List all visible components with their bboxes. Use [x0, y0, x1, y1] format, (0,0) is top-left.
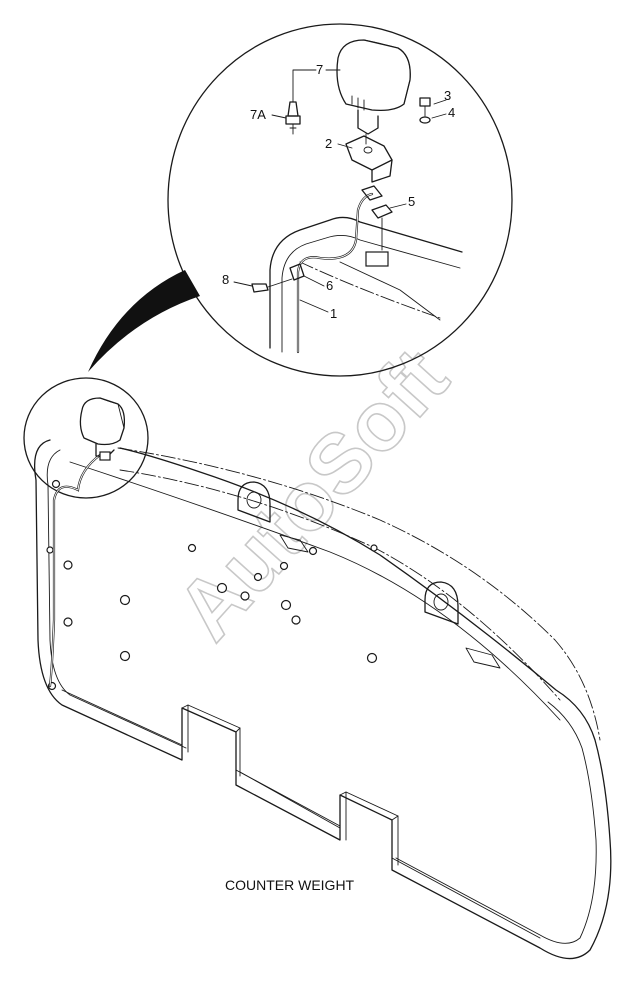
callout-8: 8: [222, 272, 229, 287]
bolt: [279, 561, 289, 571]
lifting-eyes: [237, 481, 459, 625]
callout-3: 3: [444, 88, 451, 103]
bulb-7a-terminal: [289, 123, 297, 135]
notch-right-depth: [345, 791, 399, 866]
body-lamp-housing: [79, 397, 126, 446]
face-bolts: [46, 479, 378, 691]
lifting-eye-right: [424, 581, 459, 625]
bolt: [240, 591, 250, 601]
leader-2: [337, 143, 353, 149]
callout-6: 6: [326, 278, 333, 293]
watermark: AutoSoft: [159, 331, 466, 657]
body-lamp-connector: [99, 451, 111, 461]
lifting-eye-left-hole: [246, 491, 262, 509]
base-rail-right: [391, 857, 541, 939]
lamp-7-fins: [351, 95, 365, 111]
mount-plate-left: [279, 534, 309, 553]
screw-8-head: [251, 283, 269, 293]
bolt: [370, 544, 378, 552]
notch-right-top: [339, 791, 399, 821]
lamp-7-lens-rim: [363, 39, 411, 105]
leader-1: [299, 299, 329, 313]
bolt: [51, 479, 61, 489]
leader-lines: [233, 69, 447, 313]
bulb-part-7a: [285, 101, 301, 135]
bolt: [308, 546, 318, 556]
bolt: [46, 546, 54, 554]
notch-left-depth: [187, 704, 241, 777]
bolt: [63, 560, 73, 570]
bolt: [187, 543, 197, 553]
bolt: [216, 582, 228, 594]
bolt: [280, 599, 292, 611]
bulb-7a-base: [285, 115, 301, 125]
leader-8: [233, 281, 253, 287]
diagram-caption: COUNTER WEIGHT: [225, 877, 355, 893]
callout-2: 2: [325, 136, 332, 151]
bracket-2-side: [371, 159, 393, 183]
bolt: [253, 572, 263, 582]
bracket-2-hole: [363, 146, 373, 154]
top-face-ridge: [69, 461, 561, 721]
callout-4: 4: [448, 105, 455, 120]
detail-connector-wedge: [88, 270, 200, 372]
callout-7a: 7A: [250, 107, 266, 122]
bolt-3-head: [419, 97, 431, 107]
work-lamp-part-7: [336, 39, 411, 145]
detail-counterweight-corner: [269, 216, 463, 353]
body-work-lamp: [79, 397, 126, 461]
body-wire-harness: [48, 453, 102, 688]
detail-corner-inner: [281, 235, 461, 353]
detail-hidden-edge: [299, 261, 441, 319]
detail-circle-outline: [167, 23, 513, 377]
clip-5-body: [371, 204, 393, 219]
reference-circle-outline: [23, 377, 149, 499]
lifting-eye-left: [237, 481, 271, 523]
harness-wire-core: [297, 193, 373, 353]
callout-1: 1: [330, 306, 337, 321]
notch-left-top: [181, 704, 241, 733]
harness-connector: [361, 185, 383, 201]
bolt: [119, 650, 131, 662]
clip-5-block: [365, 251, 389, 267]
bolt: [63, 617, 73, 627]
leader-3: [433, 99, 447, 105]
bolt: [119, 594, 131, 606]
harness-part-1: [296, 192, 374, 354]
body-wire-core: [49, 454, 101, 687]
detail-corner-outer: [269, 216, 463, 349]
body-wire: [48, 453, 102, 688]
leader-5: [389, 203, 407, 209]
lamp-7-stem: [357, 109, 379, 135]
harness-wire: [296, 192, 374, 354]
mount-plate-right: [465, 647, 501, 669]
clip-part-5: [365, 204, 393, 267]
detail-view: [88, 23, 513, 377]
bolt: [366, 652, 378, 664]
washer-part-4: [419, 116, 431, 124]
leader-7a-to-label: [271, 114, 287, 119]
screw-part-8: [251, 278, 293, 293]
detail-face-line: [339, 261, 441, 321]
callout-7: 7: [316, 62, 323, 77]
bulb-7a-glass: [287, 101, 299, 117]
leader-6: [303, 275, 325, 287]
bolt: [291, 615, 301, 625]
counterweight-outline: [33, 439, 612, 960]
lifting-eye-right-hole: [433, 593, 449, 611]
lamp-7-housing: [336, 39, 411, 112]
base-rail-mid: [235, 769, 341, 827]
leader-4: [431, 113, 447, 119]
bolt-part-3: [419, 97, 431, 117]
base-rail-left: [61, 689, 183, 746]
callout-5: 5: [408, 194, 415, 209]
bracket-part-2: [345, 135, 393, 183]
top-rim-hidden-edge: [117, 447, 601, 741]
body-lamp-lens: [99, 397, 125, 429]
leader-7a: [292, 69, 317, 103]
screw-8-shank: [267, 278, 293, 288]
